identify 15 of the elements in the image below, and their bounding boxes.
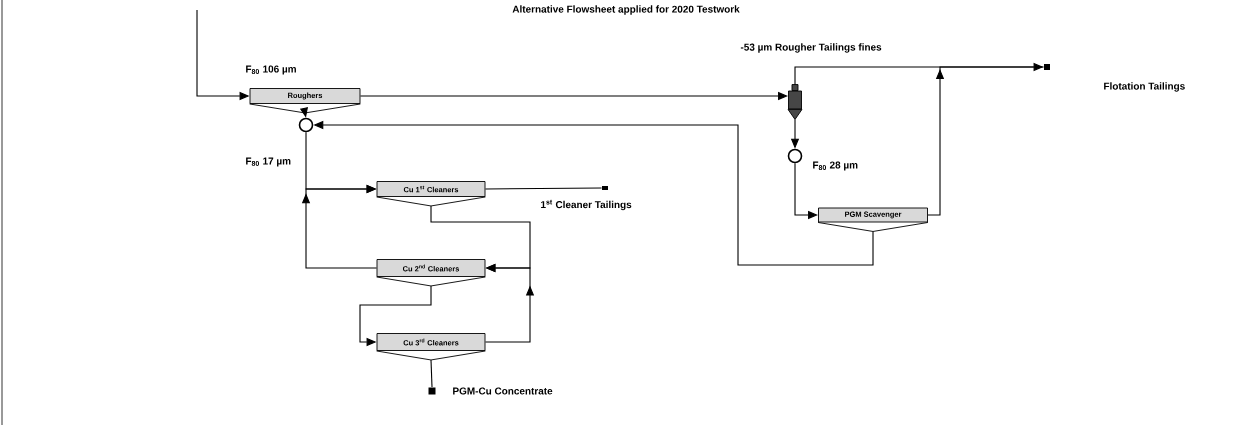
cyclone-drawing	[787, 84, 803, 120]
end-square	[1044, 64, 1050, 70]
stream-label: F$_{80}$ 28 µm	[813, 161, 858, 171]
title: Alternative Flowsheet applied for 2020 Testwork	[512, 5, 740, 15]
flow-line	[430, 359, 433, 388]
stream-label: F$_{80}$ 17 µm	[246, 157, 291, 167]
flow-line	[484, 187, 603, 190]
end-square	[428, 387, 436, 395]
flow-line	[794, 66, 1045, 86]
stream-label: -53 µm Rougher Tailings fines	[740, 43, 882, 53]
flow-arrow	[301, 184, 378, 269]
stream-label: PGM-Cu Concentrate	[453, 387, 553, 395]
size-label: F$_{80}$ 106 µm	[246, 65, 296, 75]
stream-label: 1$^{st}$ Cleaner Tailings	[541, 199, 632, 211]
size-label: Flotation Tailings	[1104, 82, 1185, 92]
